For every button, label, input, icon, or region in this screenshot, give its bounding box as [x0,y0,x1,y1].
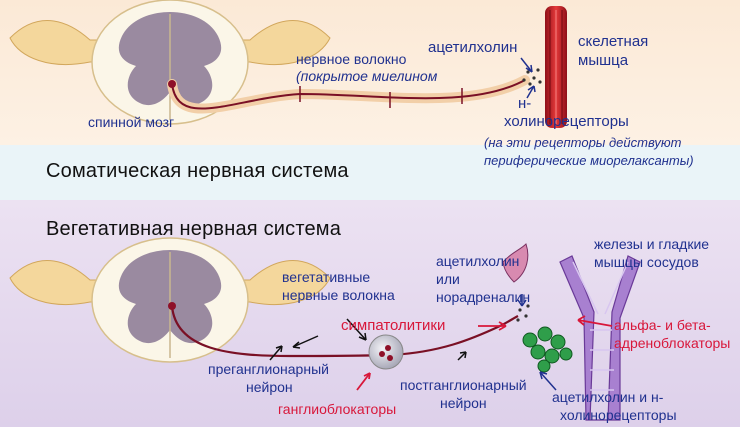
spinal-cord-top [9,0,331,125]
blocker-arrows [356,315,613,391]
sympatholytics-label: симпатолитики [341,317,446,334]
myelin-note-label: (покрытое миелином [296,68,438,84]
preganglionic-label-2: нейрон [246,379,293,395]
n-receptor-label-1: н- [518,95,532,112]
blood-vessel [559,255,641,421]
autonomic-title: Вегетативная нервная система [46,218,342,240]
spinal-cord-bottom [9,237,331,363]
glands-label-1: железы и гладкие [594,236,710,252]
glands-label-2: мышцы сосудов [594,254,699,270]
somatic-nerve [167,68,542,114]
mediator-label-2: или [436,271,460,287]
mediator-label-1: ацетилхолин [436,253,520,269]
mediator-label-3: норадреналин [436,289,531,305]
autonomic-nerves [168,302,530,370]
receptors-label-1: ацетилхолин и н- [552,389,664,405]
somatic-arrows [520,57,536,99]
ganglioblockers-label: ганглиоблокаторы [278,401,397,417]
spinal-cord-label: спинной мозг [88,114,175,130]
somatic-title: Соматическая нервная система [46,160,349,182]
adrenoblockers-label-2: адреноблокаторы [614,335,731,351]
fiber-arrows [269,318,467,361]
skeletal-muscle-label-1: скелетная [578,33,649,50]
receptors-label-2: холинорецепторы [560,407,677,423]
fibers-label-2: нервные волокна [282,287,395,303]
gland-cluster [522,326,573,373]
adrenoblockers-label-1: альфа- и бета- [614,317,711,333]
acetylcholine-label: ацетилхолин [428,39,518,56]
skeletal-muscle-label-2: мышца [578,52,629,69]
n-receptor-label-2: холинорецепторы [504,113,629,130]
relaxant-note-2: периферические миорелаксанты) [484,153,694,168]
title-strip [0,145,740,205]
smooth-muscle-cell [502,243,529,283]
postganglionic-label-1: постганглионарный [400,377,527,393]
relaxant-note-1: (на эти рецепторы действуют [484,135,682,150]
nerve-fiber-label: нервное волокно [296,51,407,67]
skeletal-muscle [545,6,567,128]
fibers-label-1: вегетативные [282,269,371,285]
mediator-arrows [517,294,557,391]
preganglionic-label-1: преганглионарный [208,361,329,377]
postganglionic-label-2: нейрон [440,395,487,411]
